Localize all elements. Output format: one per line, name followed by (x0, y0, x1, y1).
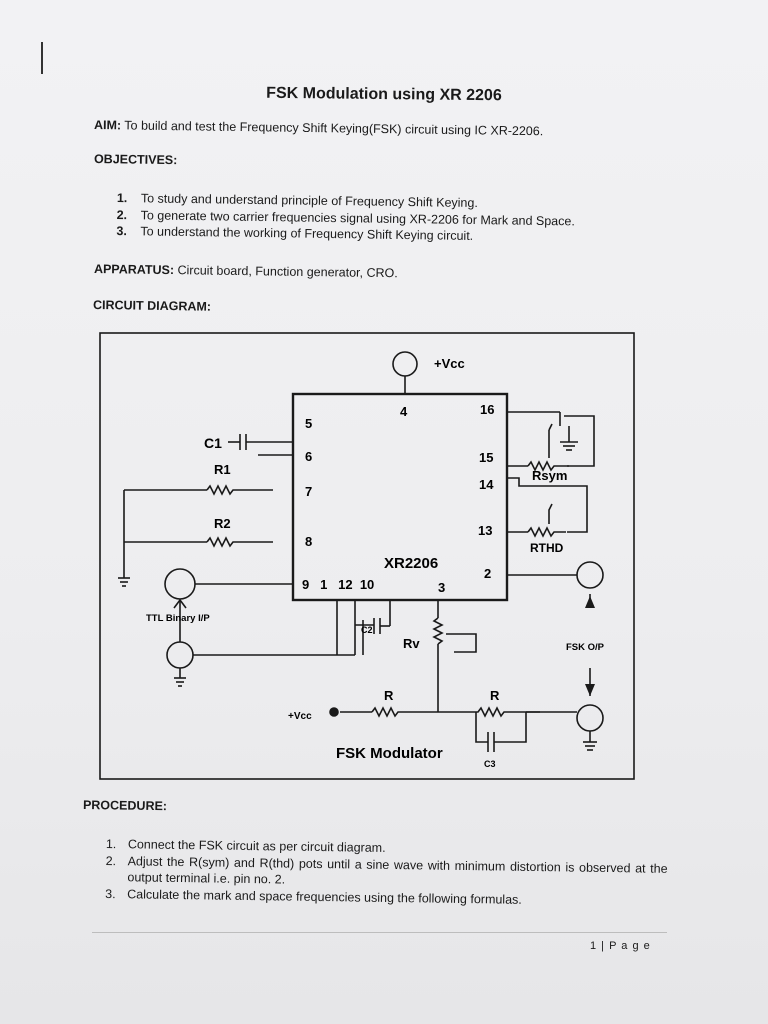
r1-resistor (206, 484, 273, 496)
vcc-bottom-label: +Vcc (288, 711, 312, 722)
c1-label: C1 (204, 435, 222, 451)
r1-label: R1 (214, 462, 231, 477)
pin-13: 13 (478, 523, 492, 538)
aim-line: AIM: To build and test the Frequency Shi… (94, 118, 543, 138)
page-number: 1 | P a g e (590, 940, 651, 952)
c2-label: C2 (361, 625, 373, 635)
aim-label: AIM: (93, 118, 122, 133)
pins-bottom-left: 9 1 12 10 (302, 577, 374, 592)
aim-text: To build and test the Frequency Shift Ke… (120, 118, 544, 139)
procedure-heading: PROCEDURE: (82, 798, 168, 814)
rsym-label: Rsym (532, 468, 567, 483)
pin-4: 4 (400, 404, 408, 419)
fsk-op-terminal-bottom (576, 704, 604, 732)
rthd-resistor (527, 526, 566, 538)
vcc-top-label: +Vcc (434, 356, 465, 371)
objectives-list: 1.To study and understand principle of F… (116, 190, 575, 246)
r2-resistor (206, 536, 273, 548)
pin-7: 7 (305, 484, 312, 499)
pin-6: 6 (305, 449, 312, 464)
r-left-label: R (384, 688, 394, 703)
c3-label: C3 (484, 759, 496, 769)
pin-3: 3 (438, 580, 445, 595)
circuit-diagram-heading: CIRCUIT DIAGRAM: (92, 298, 212, 314)
diagram-caption: FSK Modulator (336, 745, 443, 762)
vcc-top-terminal (392, 351, 418, 377)
procedure-list: 1.Connect the FSK circuit as per circuit… (105, 836, 668, 910)
ttl-input-top-terminal (164, 568, 196, 600)
apparatus-text: Circuit board, Function generator, CRO. (173, 263, 398, 281)
ic-body (291, 392, 509, 602)
circuit-diagram: +Vcc XR2206 4 16 5 6 15 7 14 13 8 2 9 1 … (99, 332, 635, 780)
vcc-bottom-terminal (329, 707, 339, 717)
pin-2: 2 (484, 566, 491, 581)
fsk-op-label: FSK O/P (566, 642, 605, 653)
r2-label: R2 (214, 516, 231, 531)
r-right-resistor (456, 706, 540, 718)
pin-5: 5 (305, 416, 312, 431)
rv-potentiometer (432, 617, 444, 645)
pin-8: 8 (305, 534, 312, 549)
ttl-input-label: TTL Binary I/P (146, 613, 210, 624)
pin-16: 16 (480, 402, 494, 417)
ttl-input-bottom-terminal (166, 641, 194, 669)
rsym-resistor (527, 460, 569, 472)
r-left-resistor (371, 706, 456, 718)
pin-15: 15 (479, 450, 493, 465)
footer-rule (92, 932, 667, 933)
margin-mark (41, 42, 43, 74)
apparatus-line: APPARATUS: Circuit board, Function gener… (94, 262, 398, 280)
ic-name: XR2206 (384, 555, 438, 572)
diagram-frame (99, 332, 635, 780)
rv-label: Rv (403, 636, 420, 651)
pin-14: 14 (479, 477, 494, 492)
rthd-label: RTHD (530, 541, 564, 555)
fsk-op-terminal-top (576, 561, 604, 589)
apparatus-label: APPARATUS: (93, 262, 175, 278)
r-right-label: R (490, 688, 500, 703)
document-title: FSK Modulation using XR 2206 (266, 84, 502, 105)
objectives-heading: OBJECTIVES: (93, 152, 178, 168)
